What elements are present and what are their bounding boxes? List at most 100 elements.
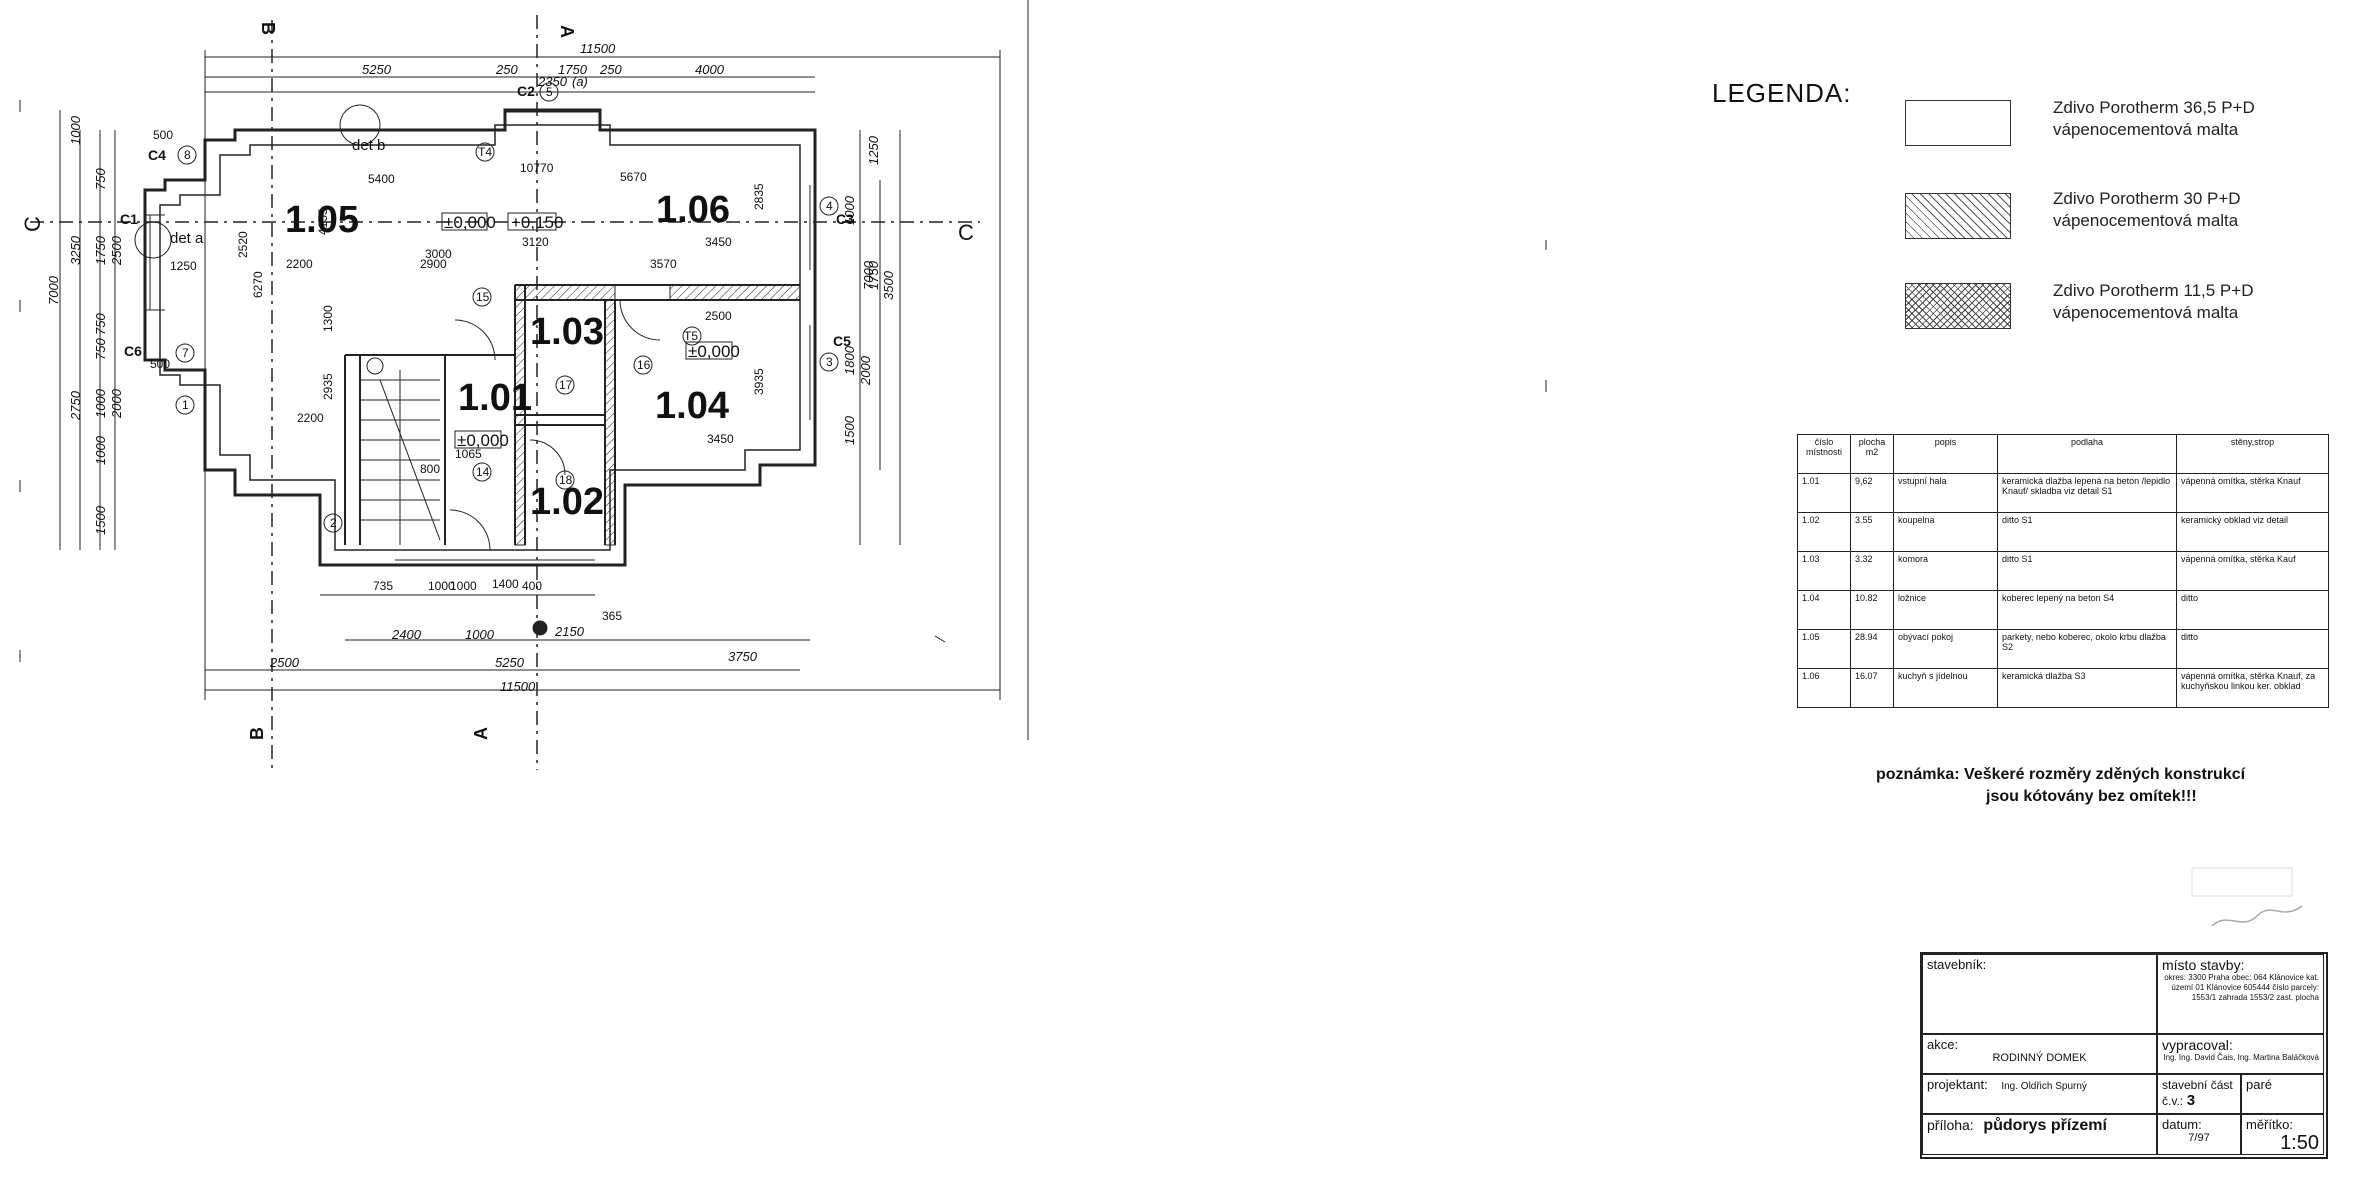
svg-text:1800: 1800: [842, 345, 857, 375]
svg-text:1750: 1750: [866, 260, 881, 290]
svg-text:5400: 5400: [368, 172, 395, 186]
date-cell: datum: 7/97: [2157, 1114, 2241, 1155]
room-label: 1.01: [458, 377, 532, 419]
table-cell: keramická dlažba lepená na beton /lepidl…: [1997, 473, 2177, 513]
detail-b-circle: [339, 104, 381, 146]
level-mark: ±0,000: [457, 431, 509, 450]
legend-title: LEGENDA:: [1712, 78, 1852, 108]
svg-text:1500: 1500: [842, 415, 857, 445]
svg-text:1: 1: [182, 398, 189, 412]
svg-text:400: 400: [522, 579, 542, 593]
level-mark: +0,150: [511, 213, 563, 232]
marker-labels: T4 T5 15 14 16 17 18 7 8 5 4 3 2 1: [182, 85, 833, 530]
svg-text:17: 17: [559, 378, 573, 392]
svg-text:10770: 10770: [520, 161, 554, 175]
svg-text:1000: 1000: [68, 115, 83, 145]
action-cell: akce: RODINNÝ DOMEK: [1922, 1034, 2157, 1074]
table-cell: 9,62: [1850, 473, 1894, 513]
svg-text:2500: 2500: [109, 235, 124, 266]
svg-text:1250: 1250: [170, 259, 197, 273]
column-label: C1: [120, 211, 138, 227]
part-value: 3: [2186, 1092, 2196, 1109]
inner-wall-line: [159, 124, 801, 551]
svg-text:2750: 2750: [68, 390, 83, 421]
table-cell: 28.94: [1850, 629, 1894, 669]
table-cell: vápenná omítka, stěrka Knauf: [2176, 473, 2329, 513]
table-cell: ložnice: [1893, 590, 1998, 630]
room-label: 1.05: [285, 199, 359, 241]
legend-item-line: vápenocementová malta: [2053, 303, 2239, 322]
svg-text:500: 500: [153, 128, 173, 142]
room-label: 1.02: [530, 481, 604, 523]
left-dimension-chain: 1000 750 3250 1750 2500 750 750 1000 200…: [46, 115, 124, 535]
note: poznámka: Veškeré rozměry zděných konstr…: [1876, 764, 2316, 808]
dimension-text: 3750: [728, 649, 758, 664]
table-cell: koberec lepený na beton S4: [1997, 590, 2177, 630]
svg-text:7: 7: [182, 346, 189, 360]
floor-plan-drawing: 1.05 1.06 1.03 1.01 1.04 1.02 ±0,000 +0,…: [19, 0, 1547, 770]
site-label: místo stavby:: [2162, 957, 2245, 973]
signature-scribble: [2191, 867, 2303, 927]
table-cell: vápenná omítka, stěrka Kauf: [2176, 551, 2329, 591]
section-mark: A: [471, 727, 491, 740]
svg-text:1000: 1000: [842, 195, 857, 225]
svg-text:1065: 1065: [455, 447, 482, 461]
dimension-text: 4000: [695, 62, 725, 77]
svg-text:3120: 3120: [522, 235, 549, 249]
table-cell: 1.03: [1797, 551, 1851, 591]
prepared-names: Ing. Ing. David Čais, Ing. Martina Baláč…: [2163, 1053, 2319, 1062]
table-cell: 1.06: [1797, 668, 1851, 708]
svg-text:5: 5: [546, 85, 553, 99]
prepared-label: vypracoval:: [2162, 1037, 2233, 1053]
legend-item: Zdivo Porotherm 11,5 P+D vápenocementová…: [2053, 280, 2253, 324]
dimension-text: 11500: [580, 41, 616, 56]
detail-b-label: det b: [352, 137, 385, 154]
detail-a-circle: [134, 221, 172, 259]
dimension-text: 5250: [495, 655, 525, 670]
svg-text:2000: 2000: [858, 355, 873, 386]
annex-value: půdorys přízemí: [1983, 1117, 2107, 1134]
dimension-text: 2400: [391, 627, 422, 642]
action-label: akce:: [1927, 1037, 1959, 1052]
svg-text:1500: 1500: [93, 505, 108, 535]
svg-text:3250: 3250: [68, 235, 83, 265]
level-mark: ±0,000: [688, 342, 740, 361]
table-cell: obývací pokoj: [1893, 629, 1998, 669]
svg-text:1000: 1000: [450, 579, 477, 593]
svg-text:750: 750: [93, 313, 108, 335]
dimension-text: 11500: [500, 679, 536, 694]
dimension-text: 1750: [558, 62, 588, 77]
copy-cell: paré: [2241, 1074, 2324, 1114]
svg-text:T5: T5: [684, 329, 698, 343]
section-mark: A: [557, 25, 577, 38]
svg-text:2200: 2200: [286, 257, 313, 271]
project-value: Ing. Oldřich Spurný: [2001, 1081, 2087, 1092]
table-cell: 1.01: [1797, 473, 1851, 513]
column-label: C4: [148, 147, 166, 163]
svg-text:3450: 3450: [707, 432, 734, 446]
table-cell: 1.02: [1797, 512, 1851, 552]
table-cell: ditto S1: [1997, 512, 2177, 552]
svg-text:800: 800: [420, 462, 440, 476]
staircase: [360, 370, 441, 545]
legend-item: Zdivo Porotherm 30 P+D vápenocementová m…: [2053, 188, 2241, 232]
legend-item-line: Zdivo Porotherm 36,5 P+D: [2053, 98, 2255, 117]
table-cell: vápenná omítka, stěrka Knauf, za kuchyňs…: [2176, 668, 2329, 708]
svg-text:2900: 2900: [420, 257, 447, 271]
detail-a-label: det a: [170, 230, 204, 247]
project-label: projektant:: [1927, 1077, 1988, 1092]
svg-text:1750: 1750: [93, 235, 108, 265]
svg-text:1400: 1400: [492, 577, 519, 591]
svg-text:3570: 3570: [650, 257, 677, 271]
table-cell: 3.32: [1850, 551, 1894, 591]
svg-text:4: 4: [826, 199, 833, 213]
svg-text:3: 3: [826, 355, 833, 369]
table-row: 1.01 9,62 vstupní hala keramická dlažba …: [1797, 473, 2329, 513]
windows: [145, 111, 811, 561]
investor-cell: stavebník:: [1922, 954, 2157, 1034]
outer-wall: [143, 108, 817, 567]
note-line2: jsou kótovány bez omítek!!!: [1986, 788, 2197, 805]
table-row: 1.02 3.55 koupelna ditto S1 keramický ob…: [1797, 512, 2329, 552]
action-value: RODINNÝ DOMEK: [1992, 1052, 2087, 1064]
legend-item-line: Zdivo Porotherm 11,5 P+D: [2053, 281, 2254, 300]
